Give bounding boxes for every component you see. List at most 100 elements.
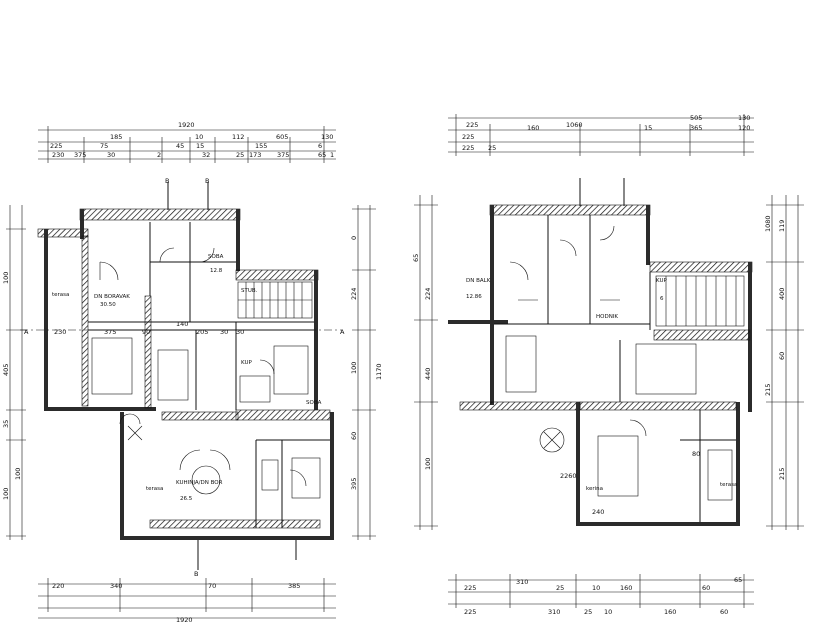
svg-text:0: 0: [350, 236, 358, 240]
right-partitions: [494, 215, 736, 522]
svg-text:505: 505: [690, 114, 702, 122]
svg-text:60: 60: [702, 584, 710, 592]
left-top-dim: 65: [318, 151, 326, 159]
left-top-dim: 112: [232, 133, 244, 141]
svg-text:365: 365: [690, 124, 702, 132]
left-top-dim: 10: [195, 133, 203, 141]
svg-text:100: 100: [2, 488, 10, 500]
right-inline-dims: 240 2260 80: [560, 450, 700, 516]
left-top-dim: 2: [157, 151, 161, 159]
svg-text:225: 225: [462, 133, 474, 141]
room-name: kerina: [586, 486, 603, 492]
left-furniture: [91, 337, 321, 499]
left-top-dim: 15: [196, 142, 204, 150]
room-area: 12.8: [210, 268, 223, 274]
svg-text:160: 160: [620, 584, 632, 592]
left-top-dim: 173: [249, 151, 261, 159]
svg-text:225: 225: [464, 584, 476, 592]
svg-text:119: 119: [778, 220, 786, 232]
room-name: terasa: [52, 292, 69, 298]
room-area: 30.50: [100, 302, 116, 308]
svg-text:2260: 2260: [560, 472, 577, 480]
svg-text:10: 10: [604, 608, 612, 616]
svg-text:224: 224: [424, 288, 432, 300]
svg-text:215: 215: [764, 384, 772, 396]
right-section-mark-top: [579, 178, 625, 206]
left-top-dim: 45: [176, 142, 184, 150]
svg-text:405: 405: [2, 364, 10, 376]
svg-text:25: 25: [584, 608, 592, 616]
room-name: SOBA: [208, 254, 224, 260]
left-stairs: [237, 281, 313, 319]
svg-text:A: A: [24, 328, 29, 336]
svg-text:60: 60: [350, 432, 358, 440]
svg-text:65: 65: [412, 254, 420, 262]
svg-text:100: 100: [424, 458, 432, 470]
left-top-dim: 155: [255, 142, 267, 150]
room-name: SOBA: [306, 400, 322, 406]
left-top-dim: 1: [330, 151, 334, 159]
svg-text:25: 25: [488, 144, 496, 152]
svg-text:120: 120: [738, 124, 750, 132]
svg-text:15: 15: [644, 124, 652, 132]
left-bottom-overall-dim: 1920: [176, 616, 193, 624]
room-area: 6: [660, 296, 664, 302]
svg-text:30: 30: [236, 328, 244, 336]
left-inline-dims: 230 375 90 140 205 30 30: [54, 320, 244, 336]
room-name: DN BALK: [466, 278, 491, 284]
room-name: terasa: [720, 482, 737, 488]
svg-text:385: 385: [288, 582, 300, 590]
svg-text:90: 90: [142, 328, 150, 336]
left-bottom-dimensions: 220 340 70 385 1920: [38, 578, 336, 624]
svg-text:440: 440: [424, 368, 432, 380]
svg-text:205: 205: [196, 328, 208, 336]
left-top-dimensions: 1920 185 10 112 605 130 225 75 45 15 155…: [38, 121, 336, 163]
svg-text:215: 215: [778, 468, 786, 480]
svg-text:1060: 1060: [566, 121, 583, 129]
svg-text:70: 70: [208, 582, 216, 590]
left-top-dim: 605: [276, 133, 288, 141]
room-area: 26.5: [180, 496, 193, 502]
plan-right: 225 1060 505 130 225 160 15 365 120 225 …: [412, 114, 804, 616]
left-top-dim: 185: [110, 133, 122, 141]
right-side-dimensions: 0 224 100 60 395 1170: [350, 205, 383, 540]
room-name: KUP: [241, 360, 252, 366]
room-name: STUB.: [241, 288, 258, 294]
svg-text:225: 225: [466, 121, 478, 129]
svg-text:80: 80: [692, 450, 700, 458]
svg-text:60: 60: [720, 608, 728, 616]
section-line-a: A A: [20, 328, 345, 336]
right-bottom-dimensions: 225 310 25 10 160 60 65 225 310 25 10 16…: [448, 574, 754, 616]
left-top-dim: 30: [107, 151, 115, 159]
right-furniture: [505, 225, 733, 501]
left-top-dim: 225: [50, 142, 62, 150]
plan-left: 1920 185 10 112 605 130 225 75 45 15 155…: [2, 121, 383, 624]
left-room-labels: DN BORAVAK 30.50 KUHINJA/DN BOR 26.5 SOB…: [52, 254, 322, 502]
svg-text:1080: 1080: [764, 215, 772, 232]
left-side-dimensions: 100 405 35 100 100: [2, 205, 26, 540]
svg-text:225: 225: [464, 608, 476, 616]
svg-text:B: B: [194, 570, 198, 578]
left-top-dim: 230: [52, 151, 64, 159]
left-top-dim: 32: [202, 151, 210, 159]
svg-text:220: 220: [52, 582, 64, 590]
svg-text:375: 375: [104, 328, 116, 336]
room-name: KUHINJA/DN BOR: [176, 480, 223, 486]
section-mark-b-bottom: B: [194, 540, 297, 578]
left-top-dim: 375: [277, 151, 289, 159]
left-walls: [37, 208, 334, 540]
room-area: 12.86: [466, 294, 482, 300]
svg-text:60: 60: [778, 352, 786, 360]
svg-text:160: 160: [527, 124, 539, 132]
right-walls: [448, 204, 753, 526]
section-mark-b-top: B B: [165, 177, 209, 210]
svg-text:1170: 1170: [375, 363, 383, 380]
svg-text:130: 130: [738, 114, 750, 122]
svg-text:310: 310: [548, 608, 560, 616]
svg-text:240: 240: [592, 508, 604, 516]
right-stairs: [655, 275, 745, 327]
left-top-overall-dim: 1920: [178, 121, 195, 129]
svg-text:10: 10: [592, 584, 600, 592]
svg-text:230: 230: [54, 328, 66, 336]
